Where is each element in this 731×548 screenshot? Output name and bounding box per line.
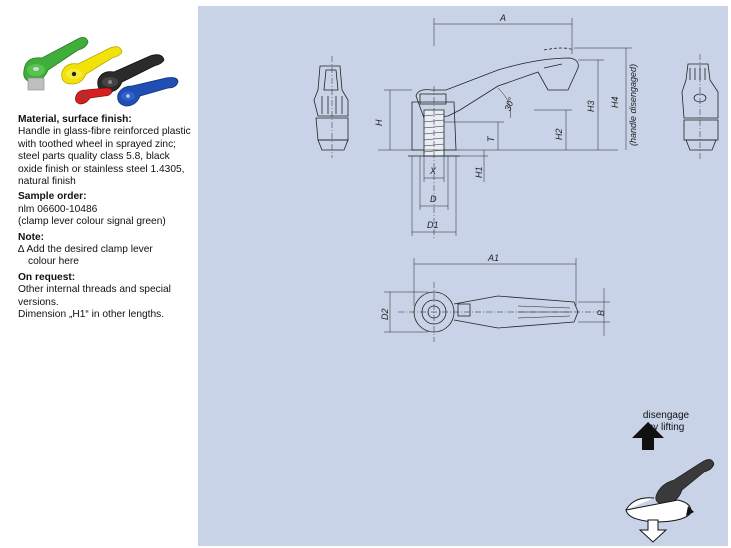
sample-order-heading: Sample order: (18, 191, 87, 203)
red-lever-image (75, 87, 113, 105)
disengage-line: disengage (642, 410, 690, 421)
top-view (398, 282, 598, 342)
disengage-caption: disengage by lifting (616, 410, 716, 434)
material-line: steel parts quality class 5.8, black (18, 151, 170, 163)
sample-order-line: nlm 06600-10486 (18, 203, 98, 215)
arrow-down-icon (638, 519, 668, 543)
top-view-dimensions (384, 258, 610, 336)
product-photo (23, 37, 179, 107)
dim-label-h4-note: (handle disengaged) (628, 64, 638, 146)
dim-label-t: T (486, 135, 496, 142)
material-heading: Material, surface finish: (18, 114, 132, 125)
dim-label-d: D (430, 194, 437, 204)
arrow-up-icon (632, 422, 664, 450)
dim-label-a1: A1 (487, 253, 499, 263)
sample-order-line: (clamp lever colour signal green) (18, 216, 166, 228)
dim-label-h3: H3 (586, 100, 596, 112)
dim-label-h4: H4 (610, 96, 620, 108)
on-request-line: Other internal threads and special (18, 284, 171, 296)
on-request-line: versions. (18, 296, 59, 308)
disengage-illustration (625, 422, 715, 543)
dim-label-a: A (499, 13, 506, 23)
right-end-view (681, 54, 719, 160)
dim-label-h2: H2 (554, 128, 564, 140)
specification-text: Material, surface finish: Handle in glas… (18, 114, 196, 322)
on-request-heading: On request: (18, 271, 76, 283)
dim-label-h: H (374, 119, 384, 126)
rotate-arrow-icon (625, 497, 692, 523)
blue-lever-image (117, 77, 179, 107)
disengage-line: by lifting (647, 422, 685, 433)
side-view-dimensions (384, 18, 632, 236)
on-request-line: Dimension „H1“ in other lengths. (18, 309, 165, 321)
yellow-lever-image (61, 46, 123, 85)
note-heading: Note: (18, 231, 45, 243)
dim-label-d2: D2 (380, 308, 390, 320)
dim-label-angle: 30° (502, 96, 516, 113)
material-line: with toothed wheel in sprayed zinc; (18, 138, 176, 150)
left-end-view (313, 56, 349, 158)
material-line: oxide finish or stainless steel 1.4305, (18, 163, 185, 175)
technical-drawing-panel: A H H2 T H3 H4 (handle disengaged) 30° H… (198, 6, 728, 546)
dim-label-h1: H1 (474, 166, 484, 178)
dim-label-x: X (429, 166, 437, 176)
lever-icon (655, 459, 715, 505)
green-lever-image (23, 37, 89, 91)
material-line: natural finish (18, 176, 76, 188)
note-line-indent: colour here (28, 256, 79, 268)
dim-label-d1: D1 (427, 220, 439, 230)
note-line: ∆ Add the desired clamp lever (18, 244, 153, 256)
technical-drawing: A H H2 T H3 H4 (handle disengaged) 30° H… (313, 13, 719, 543)
left-panel: Material, surface finish: Handle in glas… (0, 0, 198, 548)
dim-label-b: B (596, 310, 606, 316)
material-line: Handle in glass-fibre reinforced plastic (18, 126, 191, 138)
